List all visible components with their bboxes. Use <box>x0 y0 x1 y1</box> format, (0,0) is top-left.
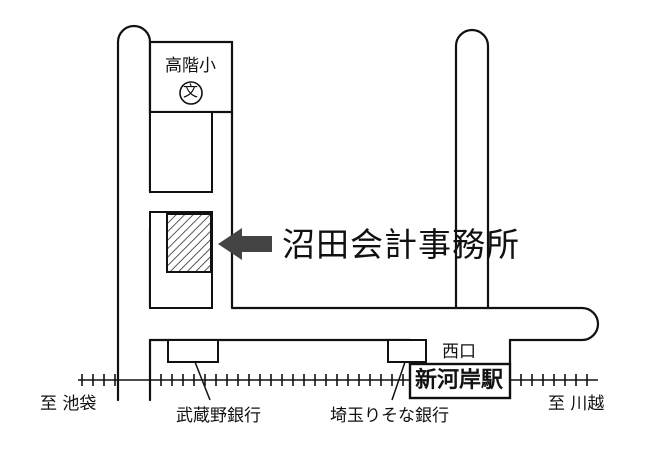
school-symbol-label: 文 <box>183 82 199 100</box>
bank-left-box <box>167 339 219 363</box>
bank-right-label: 埼玉りそな銀行 <box>330 406 449 426</box>
to-west-label: 至 池袋 <box>40 394 97 414</box>
block-upper <box>149 111 213 193</box>
middle-road <box>230 110 600 342</box>
station-name: 新河岸駅 <box>415 368 504 393</box>
school-block <box>148 40 234 114</box>
station-box <box>408 362 512 400</box>
bank-left-leader <box>194 361 211 401</box>
left-road <box>116 24 152 402</box>
bank-left-label: 武蔵野銀行 <box>176 406 261 426</box>
school-symbol-icon <box>179 81 203 105</box>
bank-right-box <box>387 339 427 363</box>
bank-right-leader <box>391 361 406 401</box>
office-name: 沼田会計事務所 <box>282 225 520 264</box>
west-exit-label: 西口 <box>442 342 476 362</box>
to-east-label: 至 川越 <box>548 394 605 414</box>
office-location <box>166 213 212 273</box>
railway-track <box>78 374 598 386</box>
school-label: 高階小 <box>165 56 216 76</box>
left-arrow-icon <box>218 228 272 260</box>
right-road <box>454 28 490 310</box>
